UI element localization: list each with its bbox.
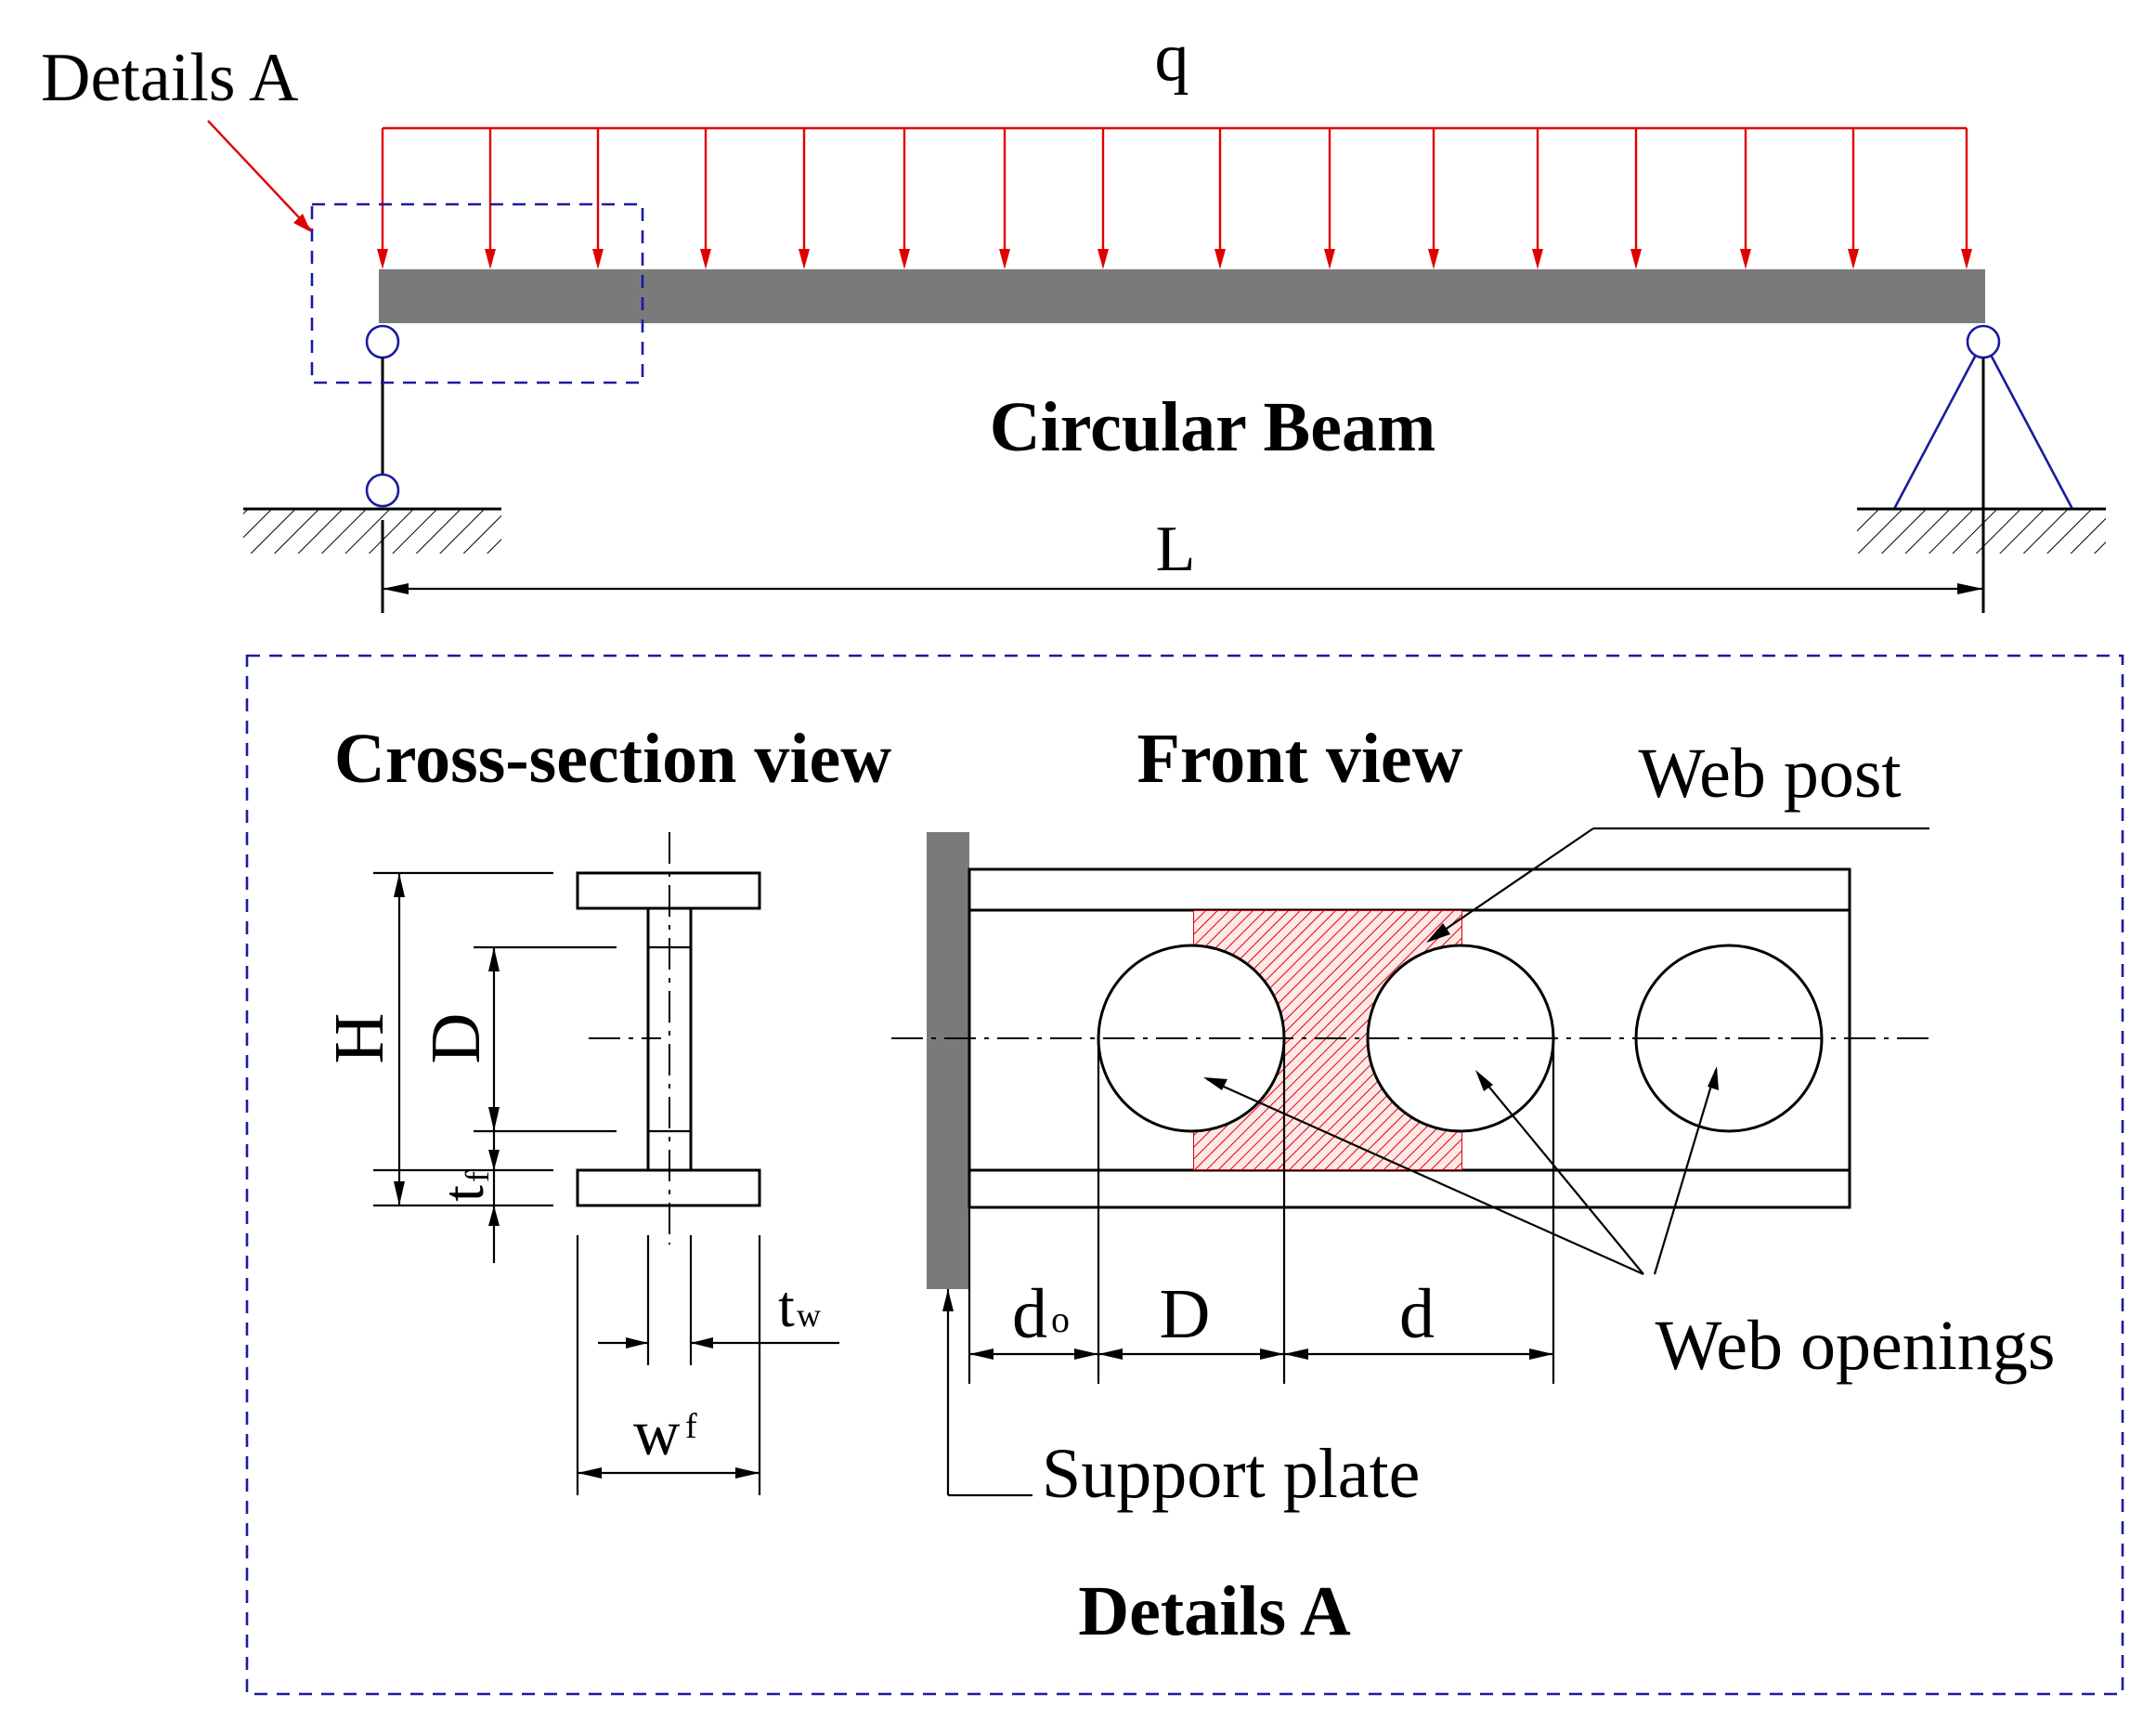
tf-dimension-label: t f — [430, 1171, 496, 1202]
left-support — [243, 324, 501, 554]
beam-elevation: Details A q Circular Beam L — [41, 20, 2106, 613]
details-a-title: Details A — [1078, 1572, 1351, 1650]
support-plate — [927, 832, 969, 1289]
front-view: d o D d Support plate Web openings — [891, 827, 2056, 1513]
load-arrow-head — [1097, 249, 1109, 269]
d-horizontal-dimension-label: D — [1160, 1275, 1211, 1353]
svg-text:f: f — [459, 1171, 496, 1182]
details-a-label-top: Details A — [41, 40, 298, 116]
load-arrow-head — [799, 249, 810, 269]
wf-dimension-subscript: f — [685, 1407, 697, 1446]
span-label: L — [1156, 514, 1196, 585]
cross-section-title: Cross-section view — [334, 720, 891, 798]
web-post-label: Web post — [1638, 735, 1901, 813]
details-a-pointer — [207, 120, 312, 231]
tw-dimension-label: t — [778, 1273, 795, 1339]
load-arrow-head — [1630, 249, 1642, 269]
details-a-frame — [245, 654, 2124, 1696]
load-arrow-head — [1848, 249, 1859, 269]
support-plate-label: Support plate — [1042, 1435, 1420, 1513]
load-arrow-head — [1740, 249, 1751, 269]
d-spacing-dimension-label: d — [1399, 1275, 1435, 1353]
load-arrow-head — [899, 249, 910, 269]
load-arrow-head — [1214, 249, 1226, 269]
load-arrow-head — [1532, 249, 1543, 269]
front-view-title: Front view — [1136, 720, 1462, 798]
d-vertical-dimension-label: D — [417, 1013, 495, 1064]
load-arrow-head — [1428, 249, 1439, 269]
wf-dimension-label: w — [633, 1398, 681, 1469]
load-arrow-head — [1324, 249, 1335, 269]
web-openings-label: Web openings — [1656, 1307, 2056, 1385]
right-support — [1857, 324, 2106, 613]
load-arrow-head — [485, 249, 496, 269]
load-arrow-head — [1961, 249, 1972, 269]
load-label: q — [1155, 20, 1189, 96]
tw-dimension-subscript: w — [797, 1296, 821, 1334]
do-dimension-label: d — [1012, 1275, 1047, 1353]
h-dimension-label: H — [320, 1013, 398, 1064]
load-arrow-head — [592, 249, 604, 269]
load-arrow-head — [999, 249, 1010, 269]
details-a-marker-box — [310, 202, 644, 384]
cross-section-view: H D t f t w w f — [320, 832, 839, 1495]
svg-text:t: t — [430, 1185, 496, 1202]
beam-label: Circular Beam — [990, 388, 1436, 466]
load-arrow-head — [377, 249, 388, 269]
load-arrow-head — [700, 249, 711, 269]
do-dimension-subscript: o — [1051, 1298, 1070, 1340]
span-dimension — [381, 520, 1983, 613]
circular-beam — [379, 269, 1985, 323]
load-arrows — [377, 128, 1972, 269]
